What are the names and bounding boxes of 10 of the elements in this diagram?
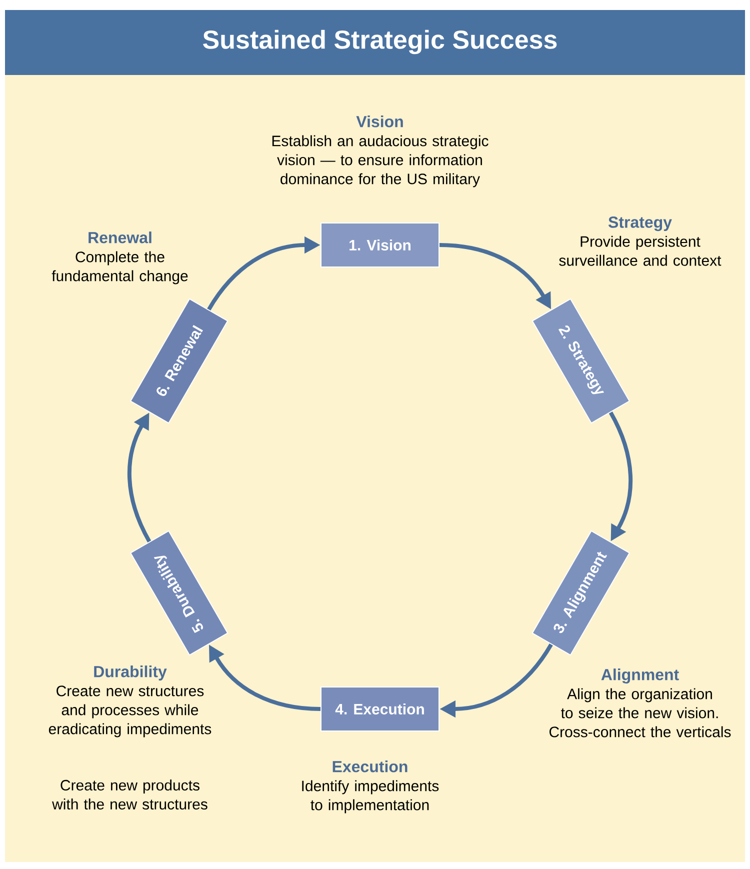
segment-box: 1. Vision <box>320 222 440 268</box>
step-description: Vision Establish an audacious strategic vision — to ensure information dominance for the US military <box>272 116 488 188</box>
segment-box: 4. Execution <box>320 686 440 732</box>
title-band: Sustained Strategic Success <box>5 10 745 75</box>
step-description: Strategy Provide persistent surveillance and context <box>559 216 722 266</box>
step-description: Execution Identify impediments to implementation <box>302 760 439 814</box>
step-description: Renewal Complete the fundamental change <box>52 232 188 284</box>
step-description: Alignment Align the organization to seize the new vision. Cross-connect the verticals <box>550 668 731 738</box>
note-text: Create new products with the new structures <box>52 780 208 810</box>
step-description: Durability Create new structures and processes while eradicating impediments <box>48 666 212 738</box>
